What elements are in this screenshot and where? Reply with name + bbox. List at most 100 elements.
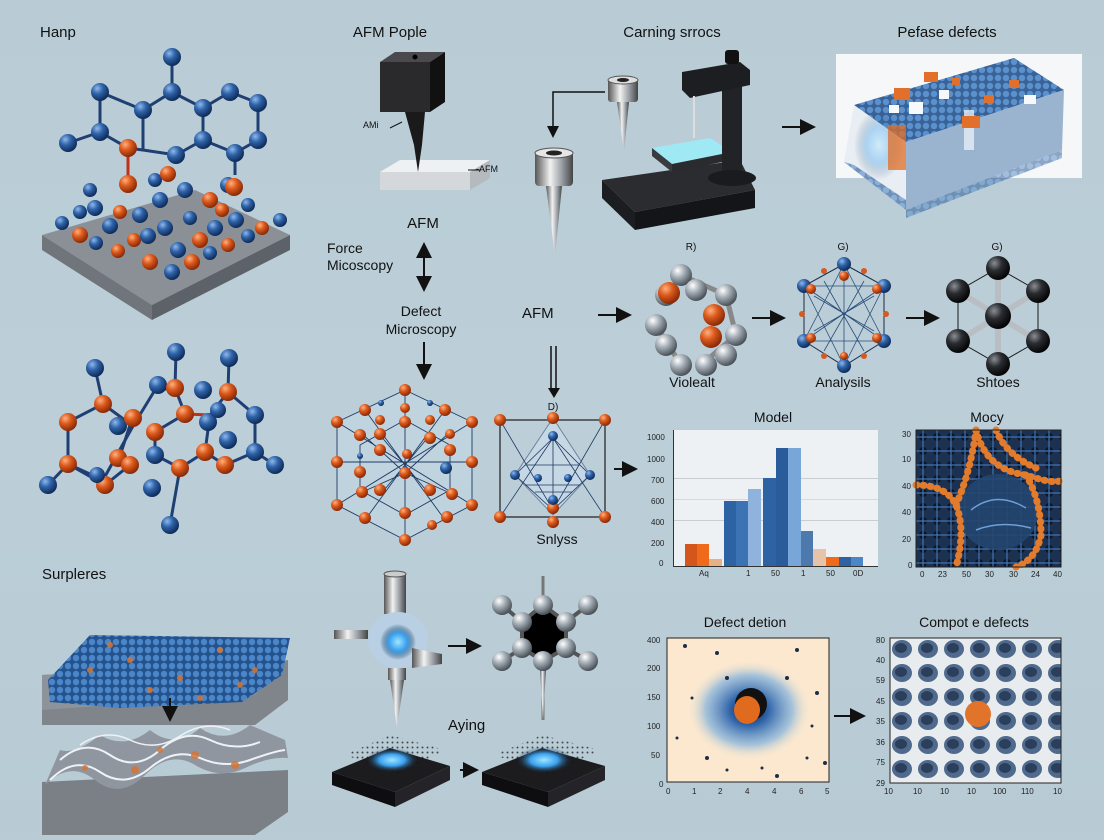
x-tick: 4 bbox=[745, 787, 750, 796]
y-tick: 0 bbox=[659, 780, 664, 789]
x-tick: 50 bbox=[826, 569, 835, 578]
defect-line-2: Microscopy bbox=[385, 321, 457, 337]
flow-label-defect-microscopy: Defect Microscopy bbox=[386, 302, 457, 338]
down-arrow-icon bbox=[416, 342, 432, 380]
pipeline-label-shtoes: Shtoes bbox=[976, 374, 1020, 390]
x-tick: 10 bbox=[913, 787, 922, 796]
y-tick: 1000 bbox=[647, 455, 665, 464]
y-tick: 400 bbox=[651, 518, 665, 527]
bar bbox=[709, 559, 722, 566]
bar bbox=[839, 557, 851, 566]
x-tick: 6 bbox=[799, 787, 804, 796]
force-line-1: Force bbox=[327, 240, 363, 256]
y-tick: 50 bbox=[651, 751, 660, 760]
title-afm-pople: AFM Pople bbox=[352, 24, 428, 41]
y-tick: 40 bbox=[902, 508, 911, 517]
title-hanp: Hanp bbox=[40, 24, 76, 41]
y-tick: 10 bbox=[902, 455, 911, 464]
x-tick: 1 bbox=[801, 569, 806, 578]
snlyss-tag: D) bbox=[547, 402, 559, 413]
molecule-structure-illustration bbox=[39, 343, 284, 534]
bar-chart-model bbox=[673, 430, 878, 567]
double-arrow-icon bbox=[416, 242, 432, 292]
y-tick: 20 bbox=[902, 535, 911, 544]
bar bbox=[763, 478, 776, 566]
y-tick: 0 bbox=[659, 559, 664, 568]
black-cluster-illustration bbox=[946, 256, 1050, 376]
bar bbox=[813, 549, 826, 566]
y-tick: 40 bbox=[902, 482, 911, 491]
bar bbox=[748, 489, 761, 566]
y-tick: 80 bbox=[876, 636, 885, 645]
x-tick: 40 bbox=[1053, 570, 1062, 579]
x-tick: 30 bbox=[1009, 570, 1018, 579]
y-tick: 200 bbox=[651, 539, 665, 548]
x-tick: 24 bbox=[1031, 570, 1040, 579]
chart-title-mocy: Mocy bbox=[970, 409, 1004, 425]
y-tick: 35 bbox=[876, 717, 885, 726]
y-tick: 0 bbox=[908, 561, 913, 570]
title-pefase-defects: Pefase defects bbox=[897, 24, 997, 41]
y-tick: 36 bbox=[876, 738, 885, 747]
title-carning: Carning srrocs bbox=[623, 24, 721, 41]
y-tick: 29 bbox=[876, 779, 885, 788]
y-tick: 45 bbox=[876, 697, 885, 706]
x-tick: 1 bbox=[692, 787, 697, 796]
scatter-defect-detion bbox=[666, 637, 830, 783]
afm-tips-and-microscope-illustration bbox=[534, 50, 816, 256]
snlyss-diamond-illustration bbox=[494, 412, 611, 528]
right-arrow-icon-3 bbox=[906, 310, 940, 326]
title-aying: Aying bbox=[448, 717, 486, 734]
heatmap-mocy bbox=[912, 426, 1065, 571]
right-arrow-icon-5 bbox=[834, 708, 866, 724]
x-tick: 10 bbox=[940, 787, 949, 796]
right-arrow-icon bbox=[598, 307, 632, 323]
x-tick: 0 bbox=[666, 787, 671, 796]
pipeline-tag-r: R) bbox=[685, 242, 697, 253]
defect-block-illustration bbox=[844, 58, 1064, 218]
afm-probe-illustration bbox=[380, 52, 490, 190]
x-tick: 5 bbox=[825, 787, 830, 796]
chart-title-model: Model bbox=[753, 409, 793, 425]
flow-label-afm: AFM bbox=[407, 215, 439, 232]
right-arrow-icon-4 bbox=[614, 461, 638, 477]
afm-nozzle-and-chips-illustration bbox=[332, 570, 605, 807]
y-tick: 75 bbox=[876, 758, 885, 767]
y-tick: 150 bbox=[647, 693, 661, 702]
pipeline-tag-g1: G) bbox=[837, 242, 849, 253]
x-tick: 23 bbox=[938, 570, 947, 579]
x-tick: 1 bbox=[746, 569, 751, 578]
bar bbox=[776, 448, 788, 566]
silver-cluster-illustration bbox=[645, 264, 747, 376]
x-tick: 30 bbox=[985, 570, 994, 579]
flow-label-force-microscopy: Force Micoscopy bbox=[327, 240, 393, 274]
pipeline-tag-g2: G) bbox=[991, 242, 1003, 253]
heatmap-compot-e-defects bbox=[889, 637, 1062, 784]
afm-probe-label-right: -AFM bbox=[476, 164, 498, 174]
x-tick: 4 bbox=[772, 787, 777, 796]
x-tick: 0D bbox=[853, 569, 864, 578]
right-arrow-icon-2 bbox=[752, 310, 786, 326]
orange-lattice-illustration bbox=[331, 384, 478, 546]
flow-label-afm-mid: AFM bbox=[522, 305, 554, 322]
x-tick: 0 bbox=[920, 570, 925, 579]
y-tick: 30 bbox=[902, 430, 911, 439]
x-tick: 110 bbox=[1021, 787, 1034, 796]
y-tick: 400 bbox=[647, 636, 661, 645]
pipeline-label-violealt: Violealt bbox=[669, 374, 715, 390]
y-tick: 59 bbox=[876, 676, 885, 685]
x-tick: 50 bbox=[962, 570, 971, 579]
force-line-2: Micoscopy bbox=[327, 257, 394, 273]
y-tick: 700 bbox=[651, 476, 665, 485]
double-line-down-arrow-icon bbox=[548, 346, 560, 398]
y-tick: 1000 bbox=[647, 433, 665, 442]
bar bbox=[826, 557, 839, 566]
x-tick: 2 bbox=[718, 787, 723, 796]
snlyss-label: Snlyss bbox=[536, 531, 578, 547]
molecule-on-substrate-illustration bbox=[42, 48, 290, 320]
chart-title-defect-detion: Defect detion bbox=[703, 614, 787, 630]
bar bbox=[801, 531, 813, 566]
bar bbox=[724, 501, 736, 566]
bar bbox=[736, 501, 748, 566]
x-tick: 10 bbox=[884, 787, 893, 796]
